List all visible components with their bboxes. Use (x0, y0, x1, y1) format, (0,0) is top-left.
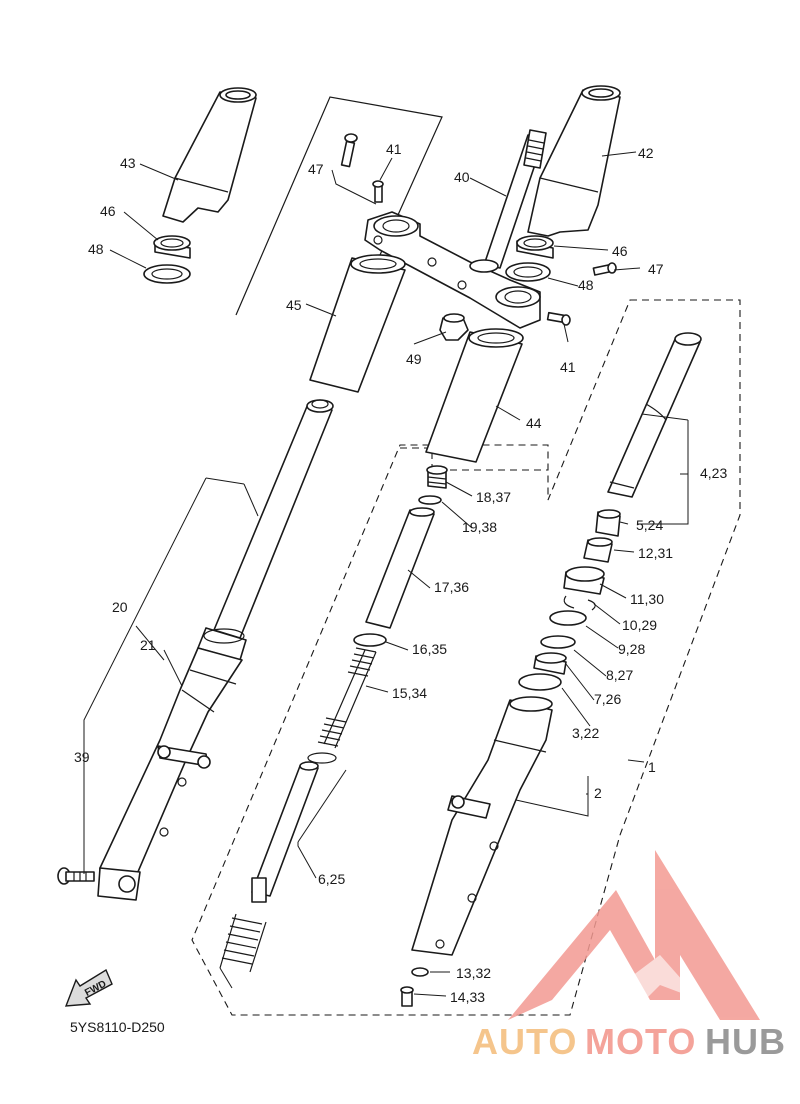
cap-bolt (426, 465, 448, 489)
watermark-logo (508, 850, 760, 1020)
callout-3-22: 3,22 (572, 725, 599, 741)
spring-seat (353, 633, 387, 647)
brand-hub: HUB (705, 1021, 786, 1062)
callout-16-35: 16,35 (412, 641, 447, 657)
outer-bushing (533, 652, 567, 675)
callout-12-31: 12,31 (638, 545, 673, 561)
callout-5-24: 5,24 (636, 517, 663, 533)
callout-15-34: 15,34 (392, 685, 427, 701)
callout-14-33: 14,33 (450, 989, 485, 1005)
circlip (307, 752, 337, 764)
oil-lock-piece (583, 537, 613, 563)
callout-19-38: 19,38 (462, 519, 497, 535)
callout-11-30: 11,30 (630, 591, 664, 607)
watermark-brand: AUTO MOTO HUB (472, 1021, 786, 1062)
callout-39: 39 (74, 749, 90, 765)
right-lock-washer (505, 262, 551, 282)
oil-seal (549, 610, 587, 626)
callout-17-36: 17,36 (434, 579, 469, 595)
fork-spring (317, 647, 377, 749)
bolt-47-right (592, 262, 617, 276)
under-bracket (364, 211, 541, 329)
callout-13-32: 13,32 (456, 965, 491, 981)
brand-auto: AUTO (472, 1021, 577, 1062)
callout-6-25: 6,25 (318, 871, 345, 887)
callout-41-right: 41 (560, 359, 576, 375)
bushing (595, 509, 621, 537)
upper-bracket-outline (235, 96, 443, 316)
callout-49: 49 (406, 351, 422, 367)
callout-42: 42 (638, 145, 654, 161)
rebound-spring (219, 913, 267, 973)
left-fork-assembly (97, 399, 334, 901)
callout-46-right: 46 (612, 243, 628, 259)
callout-48-left: 48 (88, 241, 104, 257)
callout-40: 40 (454, 169, 470, 185)
callout-9-28: 9,28 (618, 641, 645, 657)
callout-46-left: 46 (100, 203, 116, 219)
drain-washer (411, 967, 429, 977)
seal-washer (540, 635, 576, 649)
callout-47-left: 47 (308, 161, 324, 177)
callout-10-29: 10,29 (622, 617, 657, 633)
callout-20: 20 (112, 599, 128, 615)
leader-lines (83, 151, 689, 997)
inner-tube (607, 332, 702, 498)
right-cover (527, 85, 621, 237)
brand-moto: MOTO (585, 1021, 696, 1062)
steering-stem (469, 129, 547, 273)
sleeve-44 (425, 328, 524, 463)
callout-45: 45 (286, 297, 302, 313)
spacer-tube (365, 507, 435, 629)
callout-2: 2 (594, 785, 602, 801)
callout-7-26: 7,26 (594, 691, 621, 707)
left-lock-washer (143, 264, 191, 284)
callout-18-37: 18,37 (476, 489, 511, 505)
outer-tube (411, 696, 553, 956)
callout-44: 44 (526, 415, 542, 431)
ring-seal (518, 673, 562, 691)
inner-parts-outline (400, 447, 548, 471)
callout-41-left: 41 (386, 141, 402, 157)
right-nut (516, 235, 554, 259)
bolt-39 (57, 867, 95, 885)
bolt-41-left (372, 180, 384, 203)
diagram-code: 5YS8110-D250 (70, 1019, 165, 1035)
damper-rod (251, 761, 319, 903)
nut-49 (439, 313, 469, 341)
dust-seal (563, 566, 605, 595)
sleeve-45 (309, 254, 406, 393)
callout-1: 1 (648, 759, 656, 775)
left-cover (162, 87, 257, 223)
callout-labels: 43 46 48 47 41 40 42 46 47 48 41 45 49 4… (74, 141, 727, 1005)
fork-assembly-outline (191, 299, 741, 1016)
retaining-clip (563, 595, 596, 611)
drain-bolt (400, 986, 414, 1007)
callout-21: 21 (140, 637, 156, 653)
left-nut (153, 235, 191, 259)
bolt-47-left (340, 133, 358, 168)
callout-4-23: 4,23 (700, 465, 727, 481)
fwd-arrow: FWD (64, 968, 113, 1007)
callout-43: 43 (120, 155, 136, 171)
callout-48-right: 48 (578, 277, 594, 293)
o-ring (418, 495, 442, 505)
callout-8-27: 8,27 (606, 667, 633, 683)
callout-47-right: 47 (648, 261, 664, 277)
bolt-41-right (546, 311, 571, 326)
